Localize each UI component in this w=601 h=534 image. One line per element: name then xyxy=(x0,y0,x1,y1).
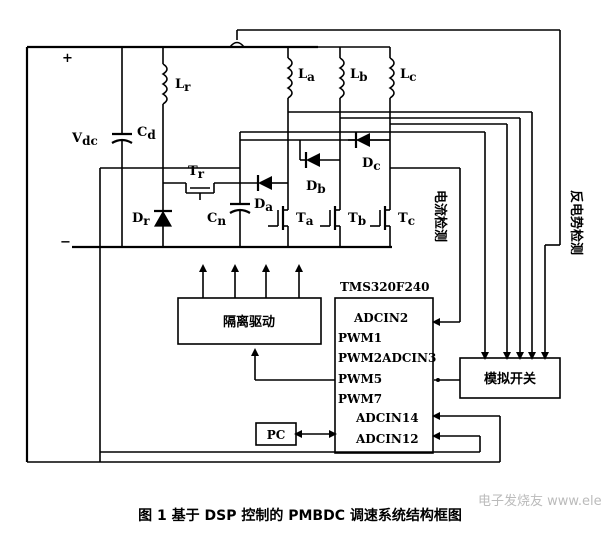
diode-dc xyxy=(348,132,390,148)
dr-label: Dr xyxy=(132,211,150,228)
capacitor-cn xyxy=(229,140,251,247)
mosfet-tc xyxy=(370,205,391,247)
inductor-lc xyxy=(388,47,395,205)
pc-block: PC xyxy=(255,422,297,446)
pin-adcin2: ADCIN2 xyxy=(353,311,408,325)
watermark: 电子发烧友 www.elecfans.com xyxy=(478,493,601,509)
current-sense-lines xyxy=(239,131,489,360)
pin-adcin14: ADCIN14 xyxy=(355,411,419,425)
inductor-lb xyxy=(338,47,345,205)
dsp-title: TMS320F240 xyxy=(340,280,430,294)
mosfet-tb xyxy=(320,205,341,247)
inductor-la xyxy=(286,47,293,205)
capacitor-cd xyxy=(111,47,133,247)
driver-block: 隔离驱动 xyxy=(177,297,322,345)
pin-pwm7: PWM7 xyxy=(338,392,382,406)
minus-sign: − xyxy=(60,235,71,250)
cd-label: Cd xyxy=(137,125,156,142)
plus-sign: + xyxy=(62,51,73,66)
inductor-lr xyxy=(161,47,168,183)
lr-label: Lr xyxy=(175,77,191,94)
tb-label: Tb xyxy=(348,211,366,228)
positive-rail xyxy=(25,45,318,462)
mosfet-ta xyxy=(268,205,289,247)
dc-label: Dc xyxy=(362,156,381,173)
ta-label: Ta xyxy=(296,211,314,228)
la-label: La xyxy=(298,67,315,84)
dsp-chip: TMS320F240 ADCIN2 PWM1 PWM2ADCIN3 PWM5 P… xyxy=(334,280,436,454)
cn-label: Cn xyxy=(207,211,226,228)
diode-dr xyxy=(153,183,173,247)
switch-tr xyxy=(163,182,240,200)
tc-label: Tc xyxy=(398,211,415,228)
driver-output-arrows xyxy=(199,264,303,298)
pin-adcin12: ADCIN12 xyxy=(355,432,419,446)
diode-da xyxy=(240,175,288,191)
pin-pwm5: PWM5 xyxy=(338,372,382,386)
pc-label: PC xyxy=(267,428,286,442)
current-detect-label: 电流检测 xyxy=(432,190,448,242)
driver-label: 隔离驱动 xyxy=(223,314,275,330)
vdc-label: Vdc xyxy=(71,131,98,148)
analog-switch-label: 模拟开关 xyxy=(484,371,536,387)
lb-label: Lb xyxy=(350,67,368,84)
pc-link xyxy=(294,430,337,438)
emf-sense-lines xyxy=(288,111,560,360)
da-label: Da xyxy=(254,197,273,214)
db-label: Db xyxy=(306,179,326,196)
lc-label: Lc xyxy=(400,67,416,84)
emf-detect-label: 反电势检测 xyxy=(568,190,584,255)
figure-caption: 图 1 基于 DSP 控制的 PMBDC 调速系统结构框图 xyxy=(138,507,462,524)
rail-crossover xyxy=(229,41,245,48)
tr-label: Tr xyxy=(188,164,205,181)
analog-switch-block: 模拟开关 xyxy=(459,357,561,399)
diode-db xyxy=(299,140,340,168)
pwm-to-driver xyxy=(251,348,335,381)
pin-pwm2adcin3: PWM2ADCIN3 xyxy=(338,351,436,365)
pin-pwm1: PWM1 xyxy=(338,331,382,345)
